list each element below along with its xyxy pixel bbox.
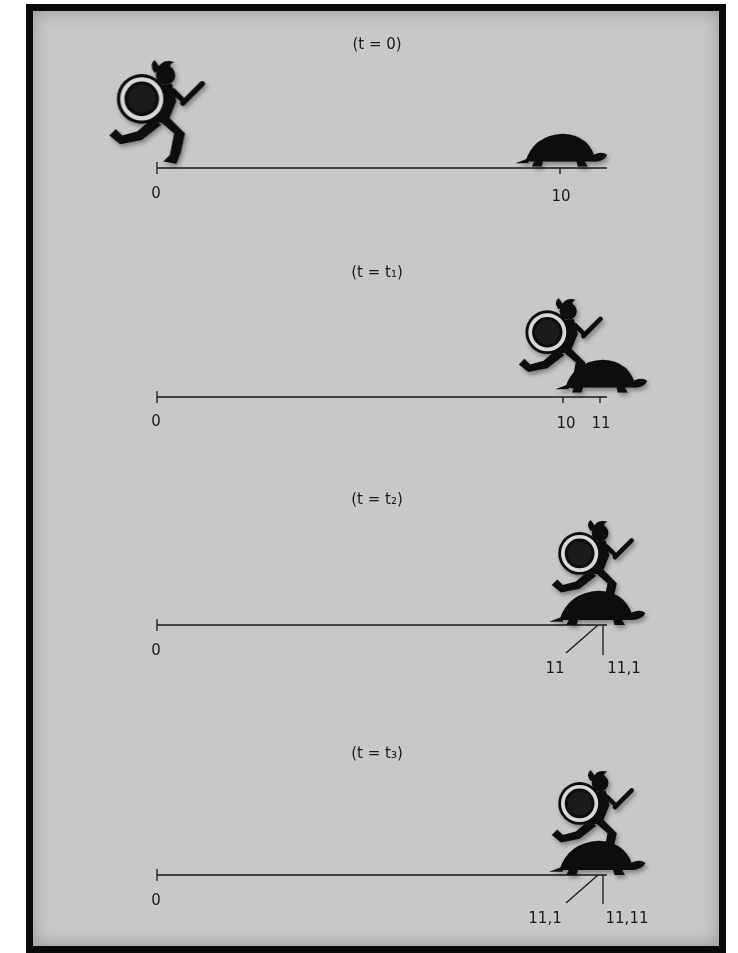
time-label: (t = t₁) [351, 263, 403, 281]
position-label: 11,11 [606, 909, 649, 927]
position-label: 11,1 [607, 659, 640, 677]
picture-frame [26, 4, 726, 953]
position-label: 0 [151, 412, 161, 430]
position-label: 0 [151, 184, 161, 202]
position-label: 0 [151, 891, 161, 909]
position-label: 0 [151, 641, 161, 659]
time-label: (t = t₂) [351, 490, 403, 508]
position-label: 11 [591, 414, 610, 432]
position-label: 10 [556, 414, 575, 432]
position-label: 11 [545, 659, 564, 677]
position-label: 10 [551, 187, 570, 205]
time-label: (t = 0) [352, 35, 401, 53]
time-label: (t = t₃) [351, 744, 403, 762]
position-label: 11,1 [528, 909, 561, 927]
